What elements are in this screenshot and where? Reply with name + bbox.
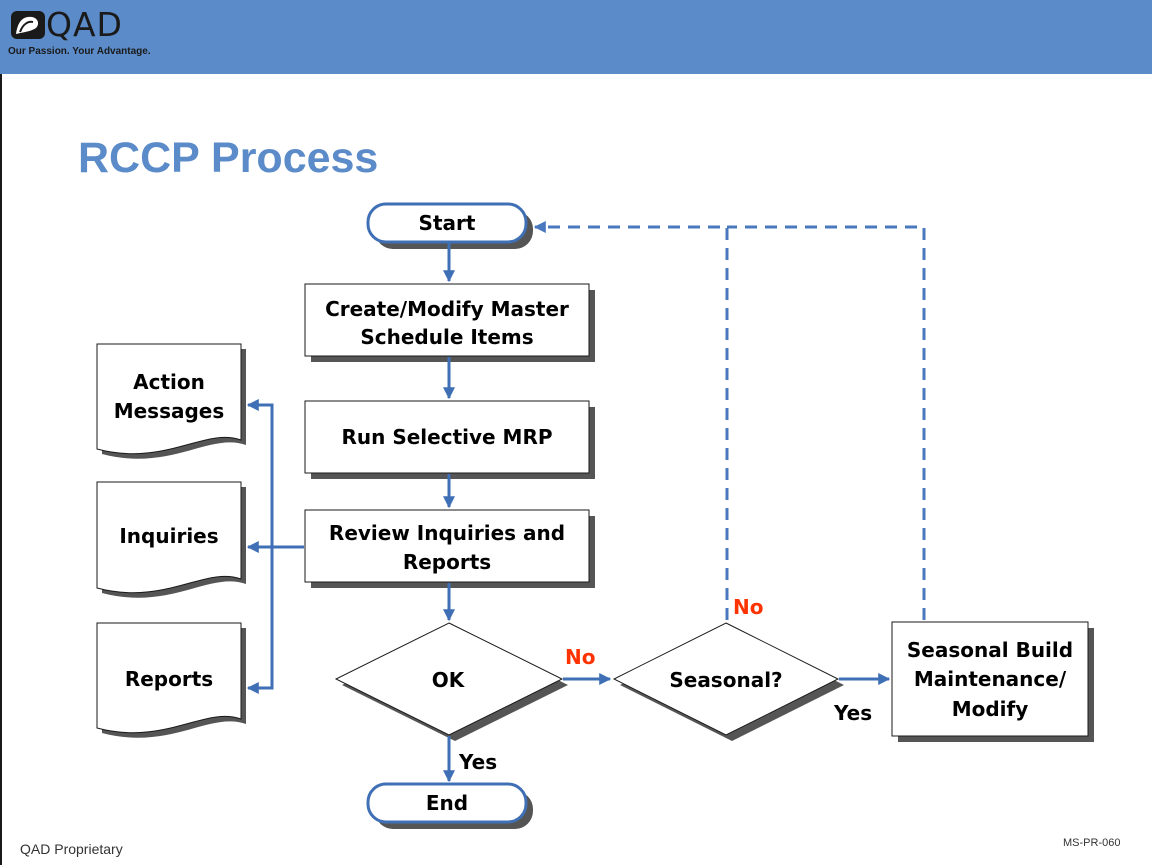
flow-arrows bbox=[246, 243, 891, 783]
seasonal-decision: Seasonal? bbox=[612, 622, 844, 741]
inquiries-label: Inquiries bbox=[119, 524, 218, 548]
seasonal-label: Seasonal? bbox=[669, 668, 782, 692]
review-label-1: Review Inquiries and bbox=[329, 521, 565, 545]
return-arrows bbox=[533, 221, 926, 620]
inquiries-doc: Inquiries bbox=[96, 481, 246, 598]
end-node: End bbox=[366, 782, 533, 829]
review-label-2: Reports bbox=[403, 550, 491, 574]
arrow-seasonal-no-return bbox=[533, 221, 729, 620]
action-messages-label-2: Messages bbox=[114, 399, 225, 423]
seasonal-build-label-2: Maintenance/ bbox=[914, 667, 1067, 691]
create-modify-label-1: Create/Modify Master bbox=[325, 297, 569, 321]
start-node: Start bbox=[366, 202, 533, 249]
reports-doc: Reports bbox=[96, 622, 246, 738]
arrow-review-reports bbox=[246, 547, 274, 694]
run-mrp-node: Run Selective MRP bbox=[304, 400, 595, 479]
review-node: Review Inquiries and Reports bbox=[304, 509, 595, 588]
edge-label-ok-no: No bbox=[565, 645, 595, 669]
seasonal-build-node: Seasonal Build Maintenance/ Modify bbox=[891, 621, 1094, 742]
edge-label-seasonal-yes: Yes bbox=[833, 701, 872, 725]
create-modify-node: Create/Modify Master Schedule Items bbox=[304, 283, 595, 362]
run-mrp-label: Run Selective MRP bbox=[341, 425, 552, 449]
create-modify-label-2: Schedule Items bbox=[360, 325, 533, 349]
seasonal-build-label-1: Seasonal Build bbox=[907, 638, 1073, 662]
ok-label: OK bbox=[432, 668, 466, 692]
frame-border bbox=[0, 74, 2, 865]
ok-decision: OK bbox=[334, 622, 568, 741]
action-messages-doc: Action Messages bbox=[96, 343, 246, 459]
logo-tagline: Our Passion. Your Advantage. bbox=[8, 46, 151, 57]
action-messages-label-1: Action bbox=[133, 370, 205, 394]
footer-slide-code: MS-PR-060 bbox=[1063, 837, 1121, 849]
header-bar: QAD Our Passion. Your Advantage. bbox=[0, 0, 1152, 74]
edge-label-ok-yes: Yes bbox=[458, 750, 497, 774]
logo-text: QAD bbox=[46, 5, 123, 44]
arrow-build-return bbox=[727, 225, 926, 620]
edge-label-seasonal-no: No bbox=[733, 595, 763, 619]
end-label: End bbox=[426, 791, 468, 815]
qad-logo-icon bbox=[11, 11, 45, 39]
seasonal-build-label-3: Modify bbox=[952, 697, 1029, 721]
arrow-review-actions bbox=[246, 399, 274, 547]
start-label: Start bbox=[419, 211, 476, 235]
page-title: RCCP Process bbox=[78, 134, 379, 182]
reports-label: Reports bbox=[125, 667, 213, 691]
footer-proprietary: QAD Proprietary bbox=[20, 841, 123, 857]
